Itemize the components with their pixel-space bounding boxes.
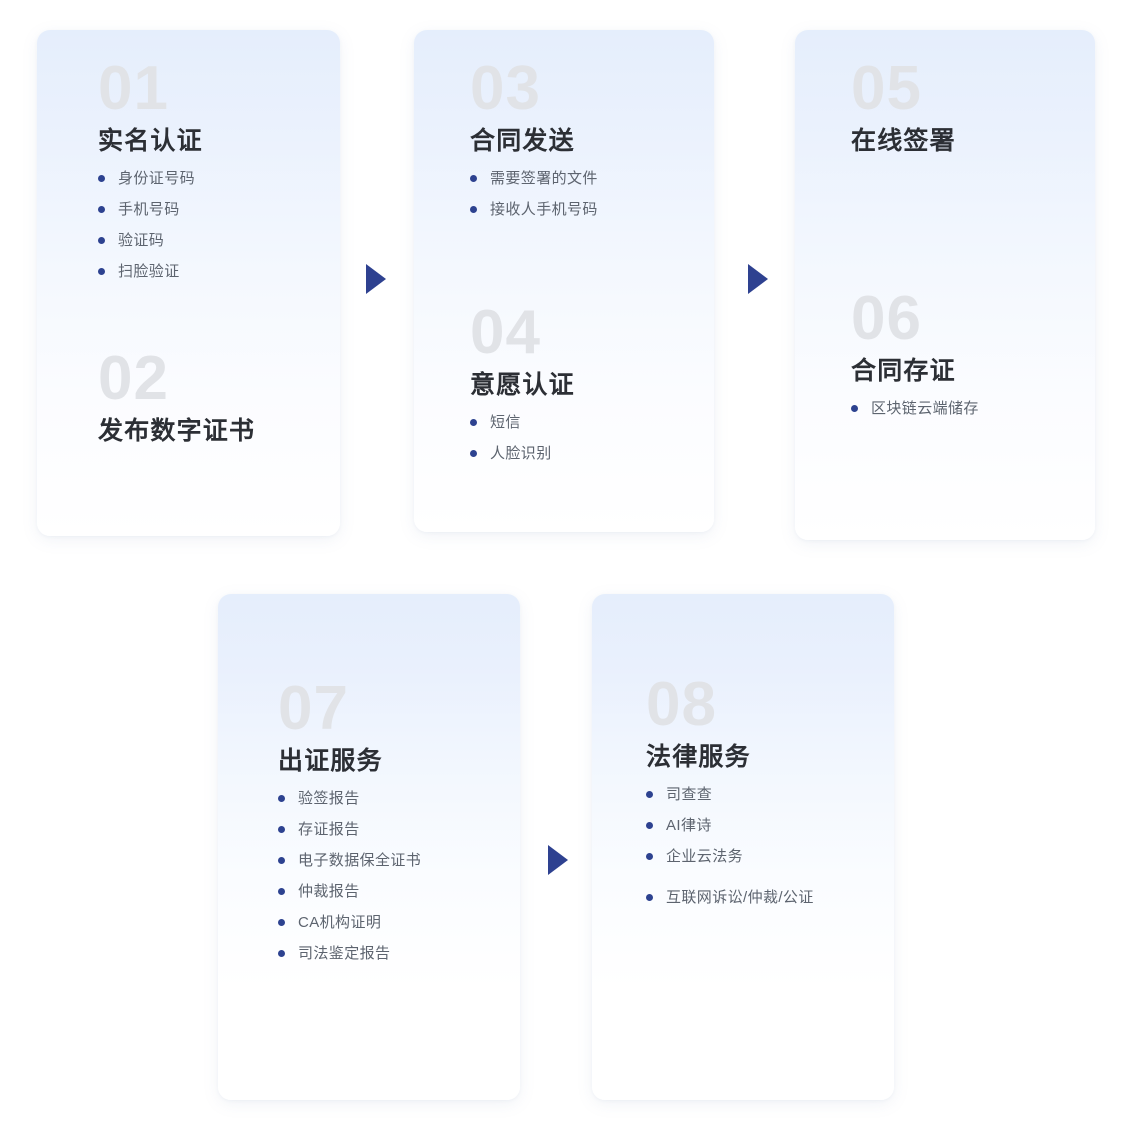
step-block-08: 08 法律服务 司查查 AI律诗 企业云法务 互联网诉讼/仲裁/公证	[646, 670, 814, 921]
bullet-icon	[470, 206, 477, 214]
step-card-4: 07 出证服务 验签报告 存证报告 电子数据保全证书 仲裁报告	[218, 594, 520, 1100]
list-item-label: 企业云法务	[666, 848, 744, 866]
bullet-icon	[278, 857, 285, 865]
bullet-icon	[278, 950, 285, 958]
list-item-label: AI律诗	[666, 817, 712, 835]
bullet-icon	[470, 450, 477, 458]
list-item-label: 验证码	[118, 232, 165, 250]
step-block-01: 01 实名认证 身份证号码 手机号码 验证码 扫脸验证	[98, 54, 203, 295]
step-card-5: 08 法律服务 司查查 AI律诗 企业云法务 互联网诉讼/仲裁/公证	[592, 594, 894, 1100]
step-card-3: 05 在线签署 06 合同存证 区块链云端储存	[795, 30, 1095, 540]
bullet-icon	[278, 888, 285, 896]
step-title-01: 实名认证	[98, 127, 203, 156]
step-list-04: 短信 人脸识别	[470, 415, 575, 461]
list-item-label: CA机构证明	[298, 914, 382, 932]
list-item: 人脸识别	[470, 446, 575, 461]
step-block-02: 02 发布数字证书	[98, 344, 256, 447]
step-list-03: 需要签署的文件 接收人手机号码	[470, 171, 598, 217]
list-item-label: 扫脸验证	[118, 263, 180, 281]
list-item: 扫脸验证	[98, 264, 203, 279]
list-item: 司查查	[646, 787, 814, 802]
step-block-05: 05 在线签署	[851, 54, 956, 157]
list-item-label: 电子数据保全证书	[298, 852, 422, 870]
step-title-08: 法律服务	[646, 743, 751, 772]
step-title-05: 在线签署	[851, 127, 956, 156]
list-item: 仲裁报告	[278, 884, 421, 899]
list-item-label: 存证报告	[298, 821, 360, 839]
arrow-card1-to-card2-icon	[366, 264, 386, 294]
step-block-06: 06 合同存证 区块链云端储存	[851, 284, 979, 432]
list-item: AI律诗	[646, 818, 814, 833]
step-number-07: 07	[278, 674, 349, 743]
list-item: 验证码	[98, 233, 203, 248]
step-block-03: 03 合同发送 需要签署的文件 接收人手机号码	[470, 54, 598, 233]
list-item: 互联网诉讼/仲裁/公证	[646, 890, 814, 905]
step-title-02: 发布数字证书	[98, 417, 256, 446]
arrow-card2-to-card3-icon	[748, 264, 768, 294]
arrow-card4-to-card5-icon	[548, 845, 568, 875]
list-item-label: 人脸识别	[490, 445, 552, 463]
step-title-04: 意愿认证	[470, 371, 575, 400]
step-list-06: 区块链云端储存	[851, 401, 979, 416]
list-item: 电子数据保全证书	[278, 853, 421, 868]
step-number-01: 01	[98, 54, 169, 123]
list-item: 企业云法务	[646, 849, 814, 864]
bullet-icon	[646, 853, 653, 861]
step-block-07: 07 出证服务 验签报告 存证报告 电子数据保全证书 仲裁报告	[278, 674, 421, 977]
step-title-06: 合同存证	[851, 357, 956, 386]
step-number-06: 06	[851, 284, 922, 353]
list-item: 司法鉴定报告	[278, 946, 421, 961]
step-card-1: 01 实名认证 身份证号码 手机号码 验证码 扫脸验证	[37, 30, 340, 536]
step-card-2: 03 合同发送 需要签署的文件 接收人手机号码 04 意愿认证 短信	[414, 30, 714, 532]
step-block-04: 04 意愿认证 短信 人脸识别	[470, 298, 575, 477]
list-item-label: 司法鉴定报告	[298, 945, 391, 963]
bullet-icon	[646, 822, 653, 830]
list-item-label: 短信	[490, 414, 521, 432]
list-item-label: 区块链云端储存	[871, 400, 979, 418]
bullet-icon	[98, 268, 105, 276]
list-item-label: 接收人手机号码	[490, 201, 598, 219]
step-number-03: 03	[470, 54, 541, 123]
step-list-07: 验签报告 存证报告 电子数据保全证书 仲裁报告 CA机构证明	[278, 791, 421, 961]
bullet-icon	[278, 826, 285, 834]
bullet-icon	[470, 419, 477, 427]
list-item: 身份证号码	[98, 171, 203, 186]
list-item: 验签报告	[278, 791, 421, 806]
list-item-label: 互联网诉讼/仲裁/公证	[666, 889, 814, 907]
list-item-label: 需要签署的文件	[490, 170, 598, 188]
step-list-01: 身份证号码 手机号码 验证码 扫脸验证	[98, 171, 203, 279]
list-item: 短信	[470, 415, 575, 430]
list-item: CA机构证明	[278, 915, 421, 930]
step-number-05: 05	[851, 54, 922, 123]
bullet-icon	[278, 795, 285, 803]
bullet-icon	[646, 791, 653, 799]
bullet-icon	[646, 894, 653, 902]
bullet-icon	[851, 405, 858, 413]
step-list-08: 司查查 AI律诗 企业云法务 互联网诉讼/仲裁/公证	[646, 787, 814, 905]
bullet-icon	[470, 175, 477, 183]
bullet-icon	[98, 206, 105, 214]
bullet-icon	[98, 237, 105, 245]
list-item: 手机号码	[98, 202, 203, 217]
bullet-icon	[278, 919, 285, 927]
list-item-label: 司查查	[666, 786, 713, 804]
step-number-04: 04	[470, 298, 541, 367]
step-title-03: 合同发送	[470, 127, 575, 156]
step-number-02: 02	[98, 344, 169, 413]
list-item: 存证报告	[278, 822, 421, 837]
list-item: 需要签署的文件	[470, 171, 598, 186]
list-item: 区块链云端储存	[851, 401, 979, 416]
step-number-08: 08	[646, 670, 717, 739]
step-title-07: 出证服务	[278, 747, 383, 776]
bullet-icon	[98, 175, 105, 183]
list-item-label: 身份证号码	[118, 170, 196, 188]
list-item-label: 仲裁报告	[298, 883, 360, 901]
list-item: 接收人手机号码	[470, 202, 598, 217]
list-item-label: 验签报告	[298, 790, 360, 808]
list-item-label: 手机号码	[118, 201, 180, 219]
